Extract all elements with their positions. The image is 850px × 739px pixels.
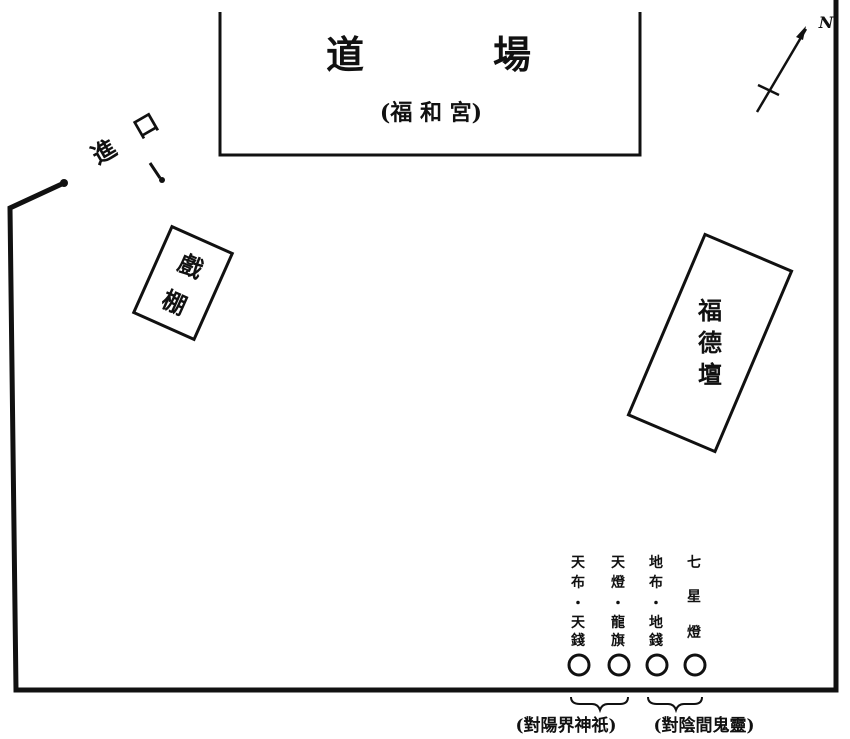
enclosure-wall	[7, 0, 839, 693]
opera-stage: 戲 棚	[131, 224, 235, 342]
north-label: N	[818, 13, 835, 32]
offering-column-2: 天 燈 ・ 龍 旗	[607, 555, 631, 677]
entrance-label-char-1: 進	[86, 133, 121, 170]
offering-col3-char-2: 布	[649, 574, 663, 591]
offering-col4-char-1: 七	[687, 555, 701, 571]
offering-col1-char-2: 布	[571, 574, 585, 591]
fude-altar-label-char-2: 德	[698, 328, 722, 357]
offering-col2-char-4: 龍	[611, 614, 625, 631]
temple-title-right: 場	[493, 32, 531, 77]
offering-col2-char-1: 天	[611, 555, 626, 571]
offering-col1-char-3: ・	[571, 596, 585, 612]
north-arrow-icon: N	[755, 13, 835, 113]
fude-altar-label-char-1: 福	[697, 296, 722, 325]
offering-col3-char-4: 地	[649, 614, 663, 631]
temple-building: 道 場 (福 和 宮)	[218, 12, 642, 157]
offering-col3-char-5: 錢	[649, 632, 663, 649]
fude-altar: 福 德 壇	[626, 232, 794, 454]
offering-marker-4	[683, 653, 707, 677]
bracket-label-right: (對陰間鬼靈)	[653, 715, 754, 736]
entrance-label-char-2: 口	[128, 107, 163, 144]
offering-column-1: 天 布 ・ 天 錢	[567, 555, 591, 677]
offering-col3-char-1: 地	[649, 554, 663, 571]
offering-col2-char-3: ・	[611, 596, 625, 612]
entrance: 進 口	[86, 107, 165, 183]
fude-altar-label-char-3: 壇	[698, 360, 722, 389]
offering-col2-char-2: 燈	[611, 574, 626, 591]
brace-right	[647, 696, 703, 714]
wall-end-dot	[60, 179, 68, 187]
offering-marker-1	[567, 653, 591, 677]
brace-left	[570, 696, 629, 714]
temple-building-outline	[218, 12, 642, 157]
offering-col2-char-5: 旗	[611, 632, 625, 649]
offering-col3-char-3: ・	[649, 596, 663, 612]
offering-column-4: 七 星 燈	[683, 555, 707, 677]
temple-subtitle: (福 和 宮)	[380, 100, 482, 126]
bracket-label-left: (對陽界神祇)	[515, 715, 616, 736]
temple-title-left: 道	[326, 32, 364, 77]
offering-marker-3	[645, 653, 669, 677]
offering-col1-char-4: 天	[571, 615, 586, 631]
opera-stage-outline	[131, 224, 235, 342]
offering-col1-char-1: 天	[571, 555, 586, 571]
entrance-arrow-icon	[148, 162, 165, 183]
offering-col4-char-2: 星	[687, 589, 701, 605]
offering-marker-2	[607, 653, 631, 677]
offering-col4-char-3: 燈	[687, 624, 702, 641]
offering-col1-char-5: 錢	[571, 632, 585, 649]
offering-column-3: 地 布 ・ 地 錢	[645, 554, 669, 677]
fude-altar-outline	[626, 232, 794, 454]
